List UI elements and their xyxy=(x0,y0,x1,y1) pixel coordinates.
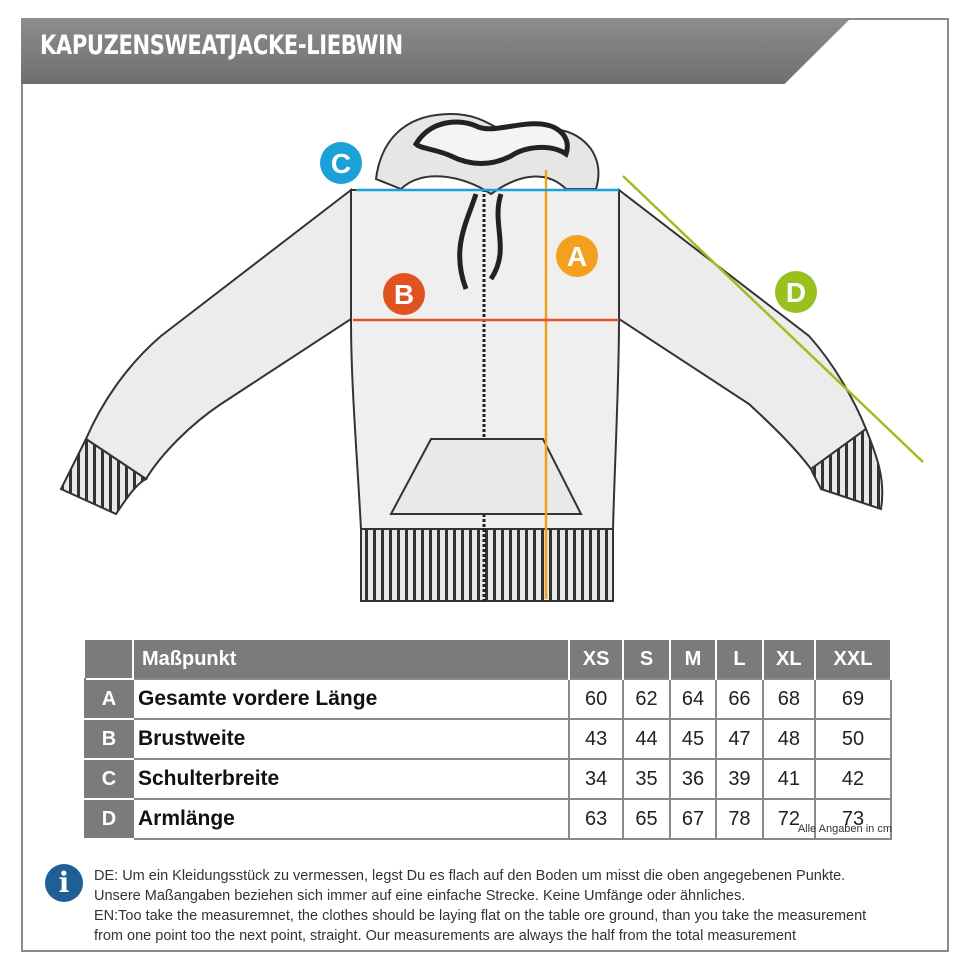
cell-value: 60 xyxy=(567,678,625,720)
marker-a: A xyxy=(556,235,598,277)
page-title: KAPUZENSWEATJACKE-LIEBWIN xyxy=(40,30,403,61)
svg-text:B: B xyxy=(394,279,414,310)
size-table: Maßpunkt XS S M L XL XXL A Gesamte vorde… xyxy=(84,640,892,840)
title-bar xyxy=(21,18,851,84)
header-key-cell xyxy=(85,640,134,679)
cell-value: 73 xyxy=(814,798,892,840)
units-note: Alle Angaben in cm xyxy=(797,823,892,835)
instructions-en-line-1: EN:Too take the measuremnet, the clothes… xyxy=(94,908,867,924)
row-key: B xyxy=(84,718,134,760)
cell-value: 41 xyxy=(761,758,817,800)
cell-value: 35 xyxy=(622,758,671,800)
cell-value: 48 xyxy=(761,718,817,760)
header-size-xs: XS xyxy=(568,640,625,679)
row-key: A xyxy=(84,678,134,720)
cell-value: 62 xyxy=(622,678,671,720)
row-label: Schulterbreite xyxy=(132,758,570,800)
cell-value: 47 xyxy=(715,718,764,760)
svg-text:D: D xyxy=(786,277,806,308)
table-row: B Brustweite 43 44 45 47 48 50 xyxy=(84,718,892,760)
cell-value: 66 xyxy=(715,678,764,720)
instructions-de-line-1: DE: Um ein Kleidungsstück zu vermessen, … xyxy=(94,868,846,884)
header-size-m: M xyxy=(669,640,718,679)
marker-b: B xyxy=(383,273,425,315)
marker-d: D xyxy=(775,271,817,313)
table-row: A Gesamte vordere Länge 60 62 64 66 68 6… xyxy=(84,678,892,720)
cell-value: 68 xyxy=(761,678,817,720)
info-icon: i xyxy=(45,864,83,902)
row-label: Armlänge xyxy=(132,798,570,840)
cell-value: 43 xyxy=(567,718,625,760)
header-size-l: L xyxy=(716,640,764,679)
waistband xyxy=(360,528,614,602)
marker-c: C xyxy=(320,142,362,184)
cell-value: 50 xyxy=(814,718,892,760)
drawstring-right xyxy=(488,193,504,281)
cell-value: 63 xyxy=(567,798,625,840)
row-key: C xyxy=(84,758,134,800)
cell-value: 44 xyxy=(622,718,671,760)
row-label: Gesamte vordere Länge xyxy=(132,678,570,720)
measurement-instructions: DE: Um ein Kleidungsstück zu vermessen, … xyxy=(94,866,934,946)
drawstring-left xyxy=(457,193,479,290)
cell-value: 45 xyxy=(668,718,718,760)
svg-text:C: C xyxy=(331,148,351,179)
cell-value: 39 xyxy=(715,758,764,800)
cell-value: 69 xyxy=(814,678,892,720)
header-size-xl: XL xyxy=(762,640,817,679)
instructions-de-line-2: Unsere Maßangaben beziehen sich immer au… xyxy=(94,888,746,904)
row-key: D xyxy=(84,798,134,840)
hoodie-illustration: A B C D xyxy=(59,112,924,602)
cell-value: 78 xyxy=(715,798,764,840)
measure-line-d xyxy=(622,175,924,463)
right-cuff xyxy=(809,427,884,511)
hood-lining xyxy=(412,119,570,166)
left-sleeve xyxy=(84,187,352,481)
header-size-s: S xyxy=(623,640,671,679)
cell-value: 64 xyxy=(668,678,718,720)
header-label: Maßpunkt xyxy=(133,640,570,679)
size-table-header: Maßpunkt XS S M L XL XXL xyxy=(85,640,892,679)
cell-value: 67 xyxy=(668,798,718,840)
instructions-en-line-2: from one point too the next point, strai… xyxy=(94,928,796,944)
svg-text:A: A xyxy=(567,241,587,272)
cell-value: 65 xyxy=(622,798,671,840)
right-sleeve xyxy=(618,187,868,471)
cell-value: 42 xyxy=(814,758,892,800)
header-size-xxl: XXL xyxy=(815,640,892,679)
left-cuff xyxy=(59,437,148,516)
row-label: Brustweite xyxy=(132,718,570,760)
table-row: C Schulterbreite 34 35 36 39 41 42 xyxy=(84,758,892,800)
table-row: D Armlänge 63 65 67 78 72 73 xyxy=(84,798,892,840)
cell-value: 34 xyxy=(567,758,625,800)
cell-value: 36 xyxy=(668,758,718,800)
cell-value: 72 xyxy=(761,798,817,840)
kangaroo-pocket xyxy=(389,438,583,515)
